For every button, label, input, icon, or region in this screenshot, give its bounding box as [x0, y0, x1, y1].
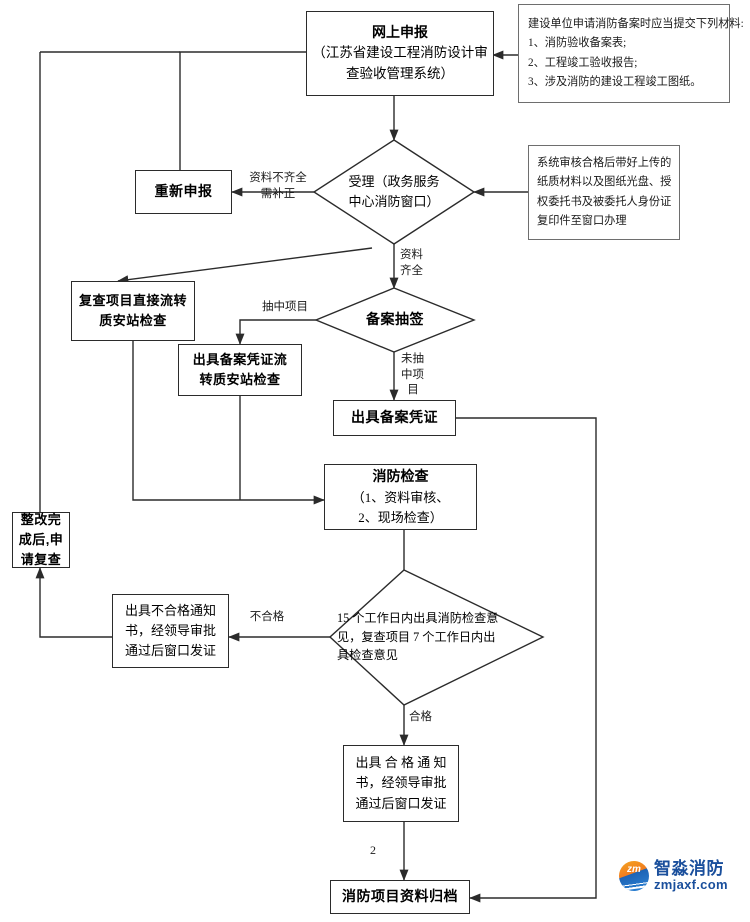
node-line: 网上申报 — [372, 23, 428, 40]
node-line: 出具备案凭证 — [351, 409, 438, 426]
note-line: 复印件至窗口办理 — [537, 214, 627, 227]
node-line: 转质安站检查 — [199, 372, 281, 387]
node-recheck-direct-transfer[interactable]: 复查项目直接流转 质安站检查 — [71, 281, 195, 341]
note-line: 纸质材料以及图纸光盘、授 — [537, 176, 672, 189]
edge-label-line: 资料不齐全 — [249, 172, 307, 184]
edge-label-need-supplement: 资料不齐全 需补正 — [243, 171, 313, 202]
node-line: 中心消防窗口） — [348, 194, 440, 209]
logo-circle-icon: zm — [619, 860, 649, 891]
node-line: 质安站检查 — [99, 313, 167, 328]
node-pass-notice[interactable]: 出具 合 格 通 知 书，经领导审批 通过后窗口发证 — [343, 745, 459, 822]
node-line: 备案抽签 — [366, 311, 424, 328]
note-required-materials: 建设单位申请消防备案时应当提交下列材料: 1、消防验收备案表; 2、工程竣工验收… — [518, 4, 744, 103]
node-issue-cert[interactable]: 出具备案凭证 — [333, 400, 456, 436]
edge-label-line: 未抽 — [401, 353, 424, 365]
node-line: 见，复查项目 7 个工作日内出 — [337, 629, 496, 644]
node-online-apply[interactable]: 网上申报 （江苏省建设工程消防设计审 查验收管理系统） — [306, 11, 494, 96]
edge-label-line: 齐全 — [400, 264, 423, 277]
node-line: 具检查意见 — [337, 648, 398, 663]
node-line: 15 个工作日内出具消防检查意 — [337, 610, 499, 625]
edge-label-selected: 抽中项目 — [255, 300, 315, 316]
logo-text-block: 智淼消防 zmjaxf.com — [654, 860, 728, 891]
edge-label-line: 需补正 — [260, 187, 296, 200]
node-line: 查验收管理系统） — [346, 66, 454, 82]
edge-label-line: 中项 — [401, 368, 424, 381]
node-line: 通过后窗口发证 — [124, 643, 216, 659]
node-line: 出具不合格通知 — [124, 602, 216, 618]
node-line: （1、资料审核、 — [351, 489, 450, 505]
edge-label-fail: 不合格 — [243, 610, 291, 626]
logo-company-name: 智淼消防 — [654, 859, 724, 878]
node-line: 整改完 — [20, 511, 62, 527]
node-accept[interactable]: 受理（政务服务 中心消防窗口） — [314, 160, 474, 224]
logo-swoosh-icon — [619, 874, 649, 891]
edge-label-line: 合格 — [409, 711, 432, 723]
logo-mark-text: zm — [627, 863, 641, 875]
node-rectify-apply-recheck[interactable]: 整改完 成后,申 请复查 — [12, 512, 70, 568]
node-line: 2、现场检查） — [358, 509, 443, 525]
note-line: 权委托书及被委托人身份证 — [537, 195, 672, 208]
node-line: 书，经领导审批 — [124, 622, 216, 638]
node-line: 重新申报 — [154, 183, 213, 200]
edge-label-line: 抽中项目 — [262, 301, 308, 313]
node-archive[interactable]: 消防项目资料归档 — [330, 880, 470, 914]
note-line: 建设单位申请消防备案时应当提交下列材料: — [528, 17, 744, 30]
edge-label-materials-complete: 资料 齐全 — [400, 248, 430, 279]
note-line: 3、涉及消防的建设工程竣工图纸。 — [528, 75, 702, 88]
edge-label-two: 2 — [365, 842, 381, 858]
edge-label-pass: 合格 — [409, 710, 441, 726]
logo-url: zmjaxf.com — [654, 876, 728, 892]
edge-label-not-selected: 未抽 中项 目 — [401, 352, 425, 399]
site-logo: zm 智淼消防 zmjaxf.com — [619, 860, 728, 891]
node-line: 请复查 — [20, 552, 62, 568]
node-line: 消防检查 — [372, 468, 429, 485]
node-fire-inspection[interactable]: 消防检查 （1、资料审核、 2、现场检查） — [324, 464, 477, 530]
node-issue-cert-transfer[interactable]: 出具备案凭证流 转质安站检查 — [178, 344, 302, 396]
note-paper-materials: 系统审核合格后带好上传的 纸质材料以及图纸光盘、授 权委托书及被委托人身份证 复… — [528, 145, 680, 240]
node-line: 书，经领导审批 — [355, 775, 447, 791]
node-line: 消防项目资料归档 — [342, 888, 458, 905]
edge-label-line: 2 — [370, 843, 376, 857]
note-line: 1、消防验收备案表; — [528, 37, 627, 50]
node-line: 通过后窗口发证 — [355, 795, 447, 811]
node-line: 受理（政务服务 — [348, 173, 440, 189]
node-reapply[interactable]: 重新申报 — [135, 170, 232, 214]
note-line: 2、工程竣工验收报告; — [528, 56, 638, 69]
node-line: 出具备案凭证流 — [192, 351, 288, 367]
node-line: 复查项目直接流转 — [78, 292, 187, 308]
node-inspection-deadline[interactable]: 15 个工作日内出具消防检查意 见，复查项目 7 个工作日内出 具检查意见 — [337, 606, 537, 668]
node-line: （江苏省建设工程消防设计审 — [312, 45, 488, 61]
note-line: 系统审核合格后带好上传的 — [537, 156, 672, 169]
node-line: 出具 合 格 通 知 — [355, 755, 447, 771]
edge-label-line: 不合格 — [249, 611, 285, 623]
node-line: 成后,申 — [18, 531, 64, 547]
node-record-lottery[interactable]: 备案抽签 — [330, 305, 460, 335]
node-fail-notice[interactable]: 出具不合格通知 书，经领导审批 通过后窗口发证 — [112, 594, 229, 668]
edge-label-line: 资料 — [400, 249, 423, 261]
edge-label-line: 目 — [407, 384, 419, 397]
